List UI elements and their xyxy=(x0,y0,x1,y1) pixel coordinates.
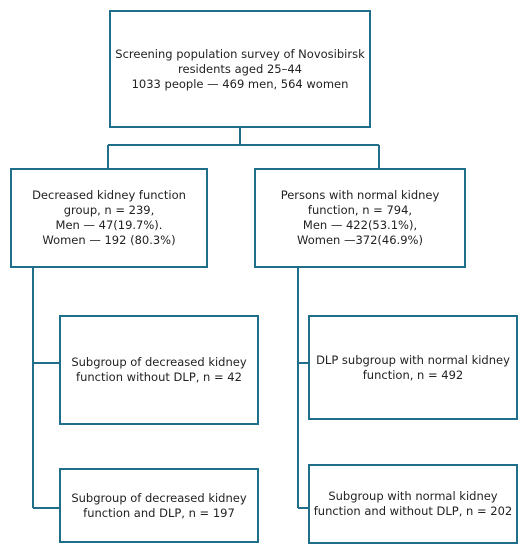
right-subgroup-2-line-2: function and without DLP, n = 202 xyxy=(313,504,513,518)
left-subgroup-1-line-1: Subgroup of decreased kidney xyxy=(71,355,247,369)
right-subgroup-1-line-1: DLP subgroup with normal kidney xyxy=(316,352,510,367)
root-box: Screening population survey of Novosibir… xyxy=(109,10,371,128)
right-group-line-3: Men — 422(53.1%), xyxy=(302,218,418,232)
left-subgroup-1-text: Subgroup of decreased kidney function wi… xyxy=(71,355,246,385)
left-group-box: Decreased kidney function group, n = 239… xyxy=(10,168,208,268)
root-line-2: residents aged 25–44 xyxy=(178,61,302,76)
right-group-line-2: function, n = 794, xyxy=(307,203,413,217)
right-subgroup-1-line-2: function, n = 492 xyxy=(362,367,464,382)
root-line-3: 1033 people — 469 men, 564 women xyxy=(131,76,349,91)
right-subgroup-1-box: DLP subgroup with normal kidney function… xyxy=(308,315,518,420)
left-subgroup-2-text: Subgroup of decreased kidney function an… xyxy=(71,491,246,521)
right-group-line-4: Women —372(46.9%) xyxy=(297,233,423,247)
right-subgroup-1-text: DLP subgroup with normal kidney function… xyxy=(316,353,510,383)
right-group-box: Persons with normal kidney function, n =… xyxy=(254,168,466,268)
left-subgroup-1-line-2: function without DLP, n = 42 xyxy=(76,370,242,384)
left-subgroup-1-box: Subgroup of decreased kidney function wi… xyxy=(59,315,259,425)
root-line-1: Screening population survey of Novosibir… xyxy=(115,46,365,61)
left-group-line-1: Decreased kidney function xyxy=(32,188,186,202)
root-box-text: Screening population survey of Novosibir… xyxy=(115,47,364,92)
left-group-line-3: Men — 47(19.7%). xyxy=(55,218,163,232)
right-group-line-1: Persons with normal kidney xyxy=(280,188,440,202)
right-subgroup-2-box: Subgroup with normal kidney function and… xyxy=(308,464,518,544)
left-subgroup-2-line-1: Subgroup of decreased kidney xyxy=(71,490,247,505)
left-group-line-4: Women — 192 (80.3%) xyxy=(42,233,176,247)
right-group-text: Persons with normal kidney function, n =… xyxy=(281,188,440,248)
left-group-text: Decreased kidney function group, n = 239… xyxy=(32,188,186,248)
right-subgroup-2-line-1: Subgroup with normal kidney xyxy=(328,489,498,503)
left-subgroup-2-box: Subgroup of decreased kidney function an… xyxy=(59,468,259,543)
left-subgroup-2-line-2: function and DLP, n = 197 xyxy=(83,505,235,520)
left-group-line-2: group, n = 239, xyxy=(63,203,155,217)
right-subgroup-2-text: Subgroup with normal kidney function and… xyxy=(314,489,513,519)
